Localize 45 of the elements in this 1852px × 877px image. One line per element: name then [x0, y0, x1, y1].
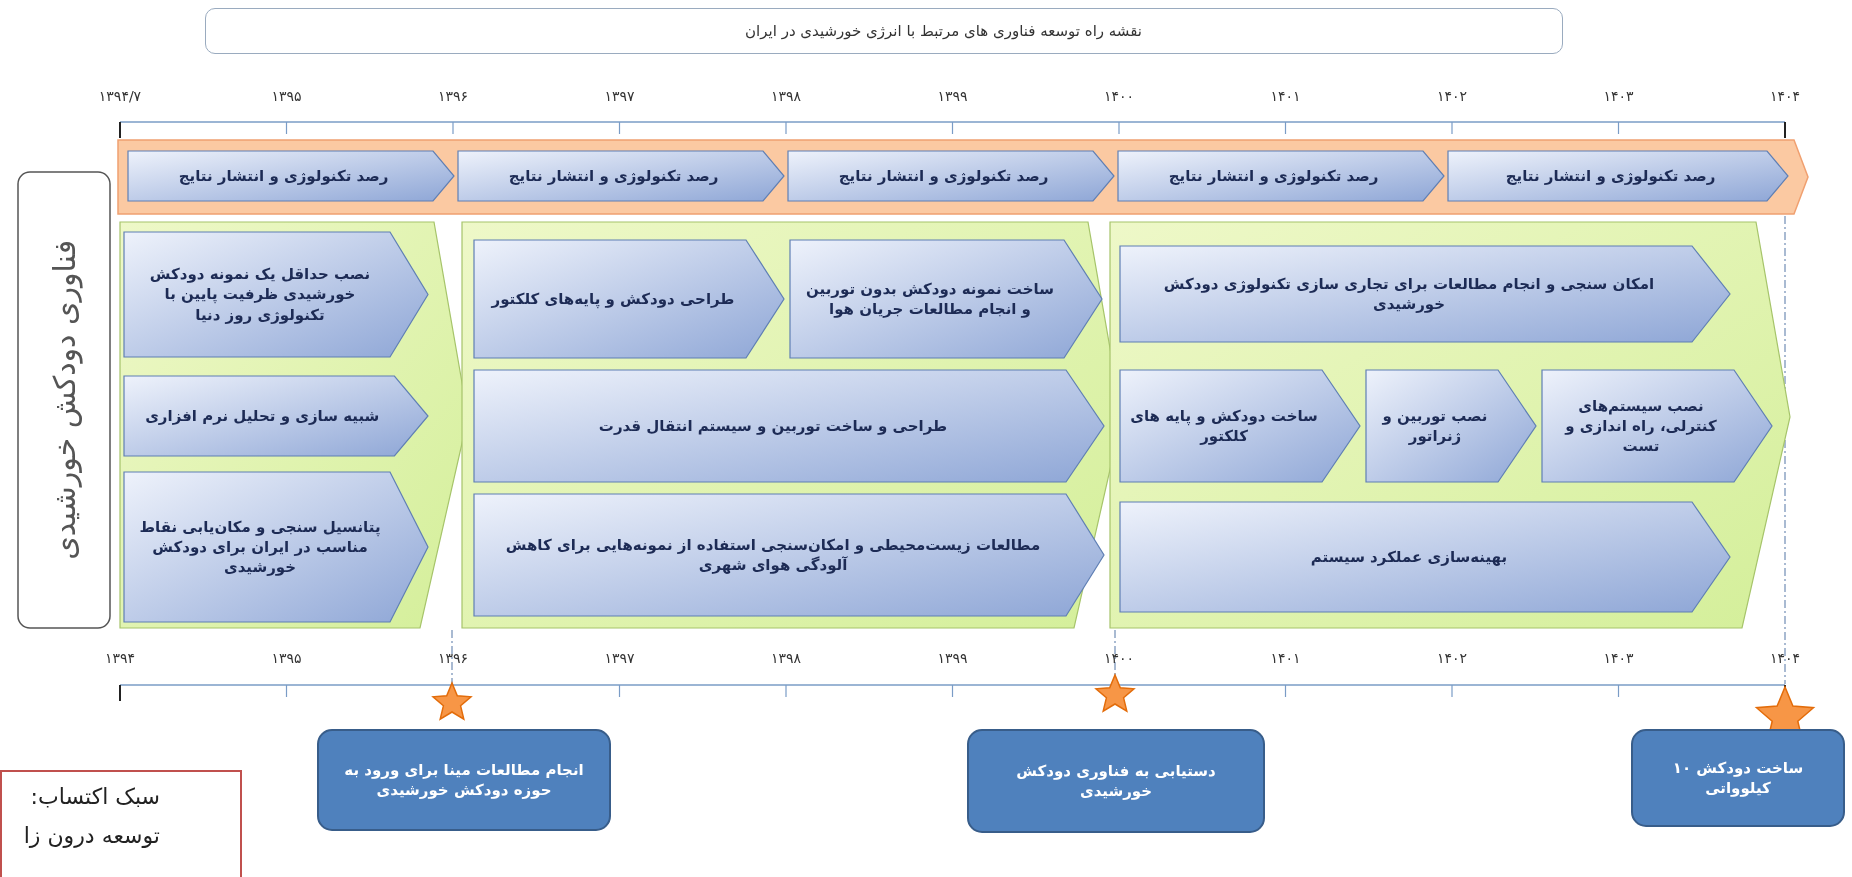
task-text: شبیه سازی و تحلیل نرم افزاری	[145, 405, 380, 427]
year-label: ۱۴۰۲	[1435, 650, 1469, 666]
task-text: پتانسیل سنجی و مکان‌یابی نقاط مناسب در ایران برای دودکش خورشیدی	[138, 516, 382, 578]
task-text: نصب حداقل یک نمونه دودکش خورشیدی ظرفیت پایین با تکنولوژی روز دنیا	[148, 264, 372, 325]
milestone-text: ساخت دودکش ۱۰ کیلوواتی	[1671, 757, 1805, 799]
year-label: ۱۴۰۳	[1602, 88, 1635, 104]
year-label: ۱۳۹۷	[603, 88, 636, 104]
vertical-heading: فناوری دودکش خورشیدی	[46, 240, 82, 560]
year-label: ۱۳۹۶	[436, 650, 470, 666]
milestone-text: دستیابی به فناوری دودکش خورشیدی	[1015, 760, 1217, 802]
task-text: ساخت نمونه دودکش بدون توربین و انجام مطالعات جریان هوا	[805, 278, 1055, 320]
year-label: ۱۳۹۵	[270, 88, 303, 104]
task-text: طراحی دودکش و پایه‌های کلکتور	[491, 288, 735, 310]
task-text: بهینه‌سازی عملکرد سیستم	[1310, 546, 1508, 568]
year-label: ۱۴۰۰	[1102, 650, 1136, 666]
task-text: رصد تکنولوژی و انتشار نتایج	[1505, 165, 1716, 187]
year-label: ۱۴۰۴	[1768, 88, 1802, 104]
year-label: ۱۳۹۴/۷	[97, 88, 143, 104]
year-label: ۱۳۹۹	[936, 88, 969, 104]
year-label: ۱۴۰۰	[1102, 88, 1136, 104]
year-label: ۱۴۰۱	[1269, 88, 1302, 104]
year-label: ۱۳۹۹	[936, 650, 969, 666]
year-label: ۱۳۹۷	[603, 650, 636, 666]
task-text: رصد تکنولوژی و انتشار نتایج	[1168, 165, 1379, 187]
year-label: ۱۴۰۳	[1602, 650, 1635, 666]
task-text: امکان سنجی و انجام مطالعات برای تجاری سازی تکنولوژی دودکش خورشیدی	[1162, 273, 1656, 315]
year-label: ۱۳۹۵	[270, 650, 303, 666]
note-text: سبک اکتساب: توسعه درون زا	[22, 783, 160, 850]
year-label: ۱۳۹۶	[436, 88, 470, 104]
milestone-text: انجام مطالعات مینا برای ورود به حوزه دودکش خورشیدی	[343, 759, 585, 801]
title-banner: نقشه راه توسعه فناوری های مرتبط با انرژی خورشیدی در ایران	[205, 8, 1563, 54]
year-label: ۱۴۰۲	[1435, 88, 1469, 104]
task-text: نصب سیستم‌های کنترلی، راه اندازی و تست	[1563, 395, 1718, 457]
task-text: رصد تکنولوژی و انتشار نتایج	[838, 165, 1049, 187]
task-text: ساخت دودکش و پایه های کلکتور	[1130, 405, 1318, 447]
year-label: ۱۳۹۴	[103, 650, 137, 666]
task-text: مطالعات زیست‌محیطی و امکان‌سنجی استفاده از نمونه‌هایی برای کاهش آلودگی هوای شهری	[504, 534, 1042, 576]
task-text: نصب توربین و ژنراتور	[1381, 405, 1489, 447]
year-label: ۱۴۰۱	[1269, 650, 1302, 666]
year-label: ۱۴۰۴	[1768, 650, 1802, 666]
year-label: ۱۳۹۸	[769, 88, 803, 104]
year-label: ۱۳۹۸	[769, 650, 803, 666]
task-text: طراحی و ساخت توربین و سیستم انتقال قدرت	[598, 415, 948, 437]
task-text: رصد تکنولوژی و انتشار نتایج	[178, 165, 389, 187]
task-text: رصد تکنولوژی و انتشار نتایج	[508, 165, 719, 187]
